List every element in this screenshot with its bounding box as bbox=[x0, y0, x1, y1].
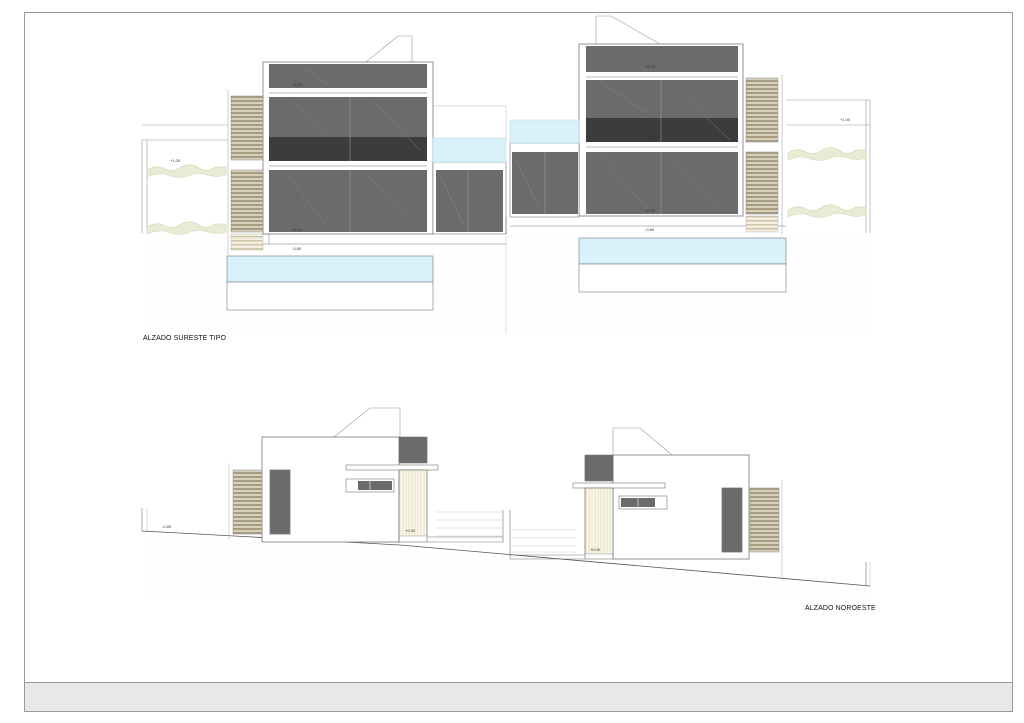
svg-text:+3.00: +3.00 bbox=[292, 154, 303, 159]
pool-left bbox=[226, 255, 434, 283]
house-right: +6.00 +3.00 ±0.00 -0.80 +1.00 bbox=[505, 15, 851, 293]
louver-screen-right-upper bbox=[745, 77, 779, 143]
svg-text:-0.80: -0.80 bbox=[292, 246, 302, 251]
elevation-southeast: +6.00 +3.00 ±0.00 -0.80 +1.00 bbox=[141, 15, 871, 334]
boundary-walls bbox=[141, 99, 871, 233]
house-left-northwest: +0.00 -0.80 bbox=[162, 407, 504, 543]
svg-text:+0.00: +0.00 bbox=[405, 528, 416, 533]
svg-text:+1.00: +1.00 bbox=[170, 158, 181, 163]
title-block-strip bbox=[24, 682, 1013, 712]
elevation-southeast-label: ALZADO SURESTE TIPO bbox=[143, 335, 227, 342]
glazing-top-left bbox=[269, 64, 427, 88]
house-right-northwest: +0.00 bbox=[509, 427, 783, 578]
svg-text:+1.00: +1.00 bbox=[840, 117, 851, 122]
louver-screen-left-lower bbox=[230, 169, 264, 233]
ground-hatch-northwest bbox=[142, 531, 870, 600]
vegetation bbox=[146, 147, 867, 235]
svg-text:+3.00: +3.00 bbox=[645, 136, 656, 141]
house-left: +6.00 +3.00 ±0.00 -0.80 +1.00 bbox=[170, 35, 507, 311]
louver-screen-left-upper bbox=[230, 95, 264, 161]
elevation-northwest-label: ALZADO NOROESTE bbox=[805, 605, 876, 612]
louver-screen-right-lower bbox=[745, 151, 779, 215]
terrain-line bbox=[141, 530, 871, 587]
svg-text:+6.00: +6.00 bbox=[645, 64, 656, 69]
svg-text:-0.80: -0.80 bbox=[645, 227, 655, 232]
svg-text:±0.00: ±0.00 bbox=[645, 208, 656, 213]
svg-text:±0.00: ±0.00 bbox=[292, 227, 303, 232]
svg-text:+6.00: +6.00 bbox=[292, 82, 303, 87]
elevation-northwest: +0.00 -0.80 +0.00 bbox=[141, 407, 871, 600]
pool-right bbox=[578, 237, 787, 265]
svg-text:-0.80: -0.80 bbox=[162, 524, 172, 529]
svg-text:+0.00: +0.00 bbox=[590, 547, 601, 552]
